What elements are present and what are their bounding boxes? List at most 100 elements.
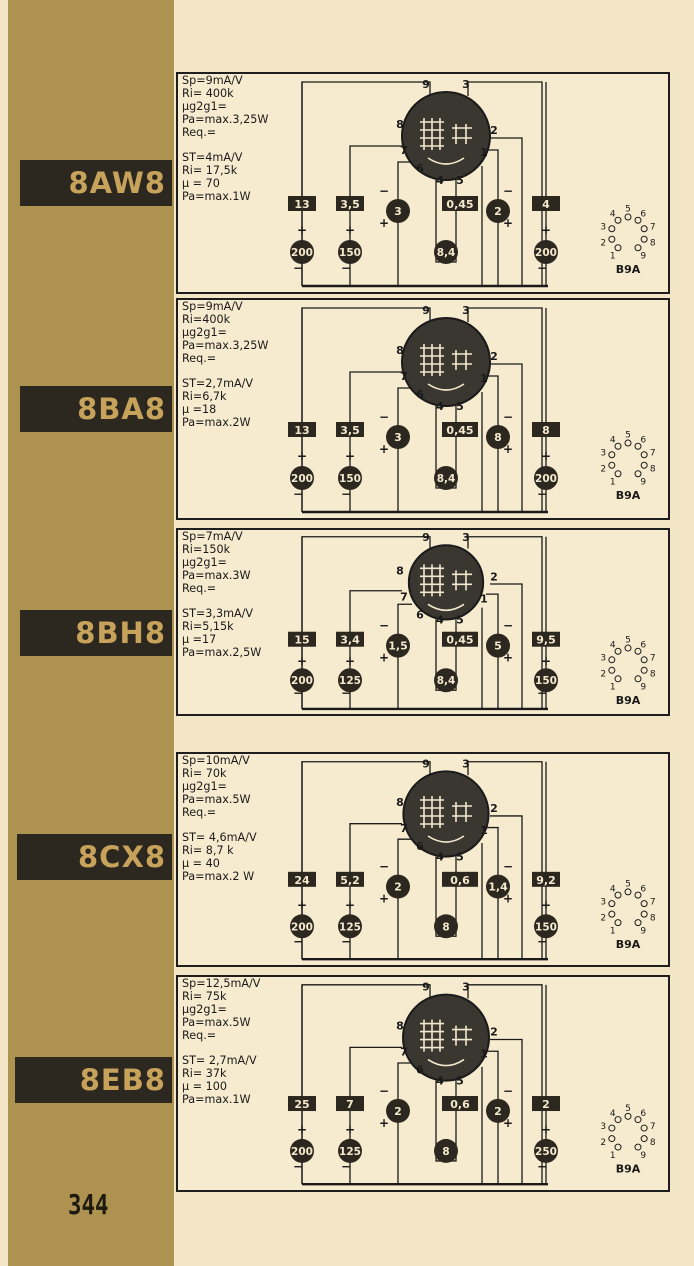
base-type: B9A bbox=[616, 489, 641, 502]
socket-pin-number: 6 bbox=[640, 1109, 646, 1119]
pin-number: 7 bbox=[400, 590, 408, 603]
pin-number: 3 bbox=[462, 757, 470, 770]
value-bar bbox=[336, 196, 364, 211]
pentode-spec-line: Ri=400k bbox=[182, 313, 231, 326]
value-bar bbox=[532, 871, 560, 887]
socket-pin-number: 7 bbox=[650, 448, 656, 458]
wire bbox=[486, 1050, 499, 1185]
wire bbox=[490, 815, 523, 960]
supply-value: 200 bbox=[291, 473, 313, 485]
socket-pin bbox=[608, 900, 616, 908]
pin-number: 4 bbox=[436, 613, 444, 626]
triode-electrodes bbox=[452, 570, 472, 591]
bar-value: 9,5 bbox=[536, 634, 556, 647]
socket-pin-number: 3 bbox=[600, 448, 606, 458]
pin-number: 6 bbox=[416, 840, 424, 853]
socket-pin bbox=[640, 225, 648, 233]
triode-spec-line: Pa=max.2 W bbox=[182, 870, 255, 883]
socket-pin-number: 1 bbox=[610, 478, 616, 488]
base-type: B9A bbox=[616, 1162, 641, 1175]
socket-pin-number: 7 bbox=[650, 222, 656, 232]
supply-circle bbox=[434, 240, 458, 264]
value-bar bbox=[442, 196, 478, 211]
value-bar bbox=[288, 422, 316, 437]
pentode-spec-line: Req.= bbox=[182, 1029, 217, 1042]
socket-pin-number: 3 bbox=[600, 654, 606, 664]
pentode-spec-line: μg2g1= bbox=[182, 326, 227, 339]
minus-sign: − bbox=[293, 935, 303, 949]
wire bbox=[490, 363, 523, 512]
socket-pin-number: 8 bbox=[650, 465, 656, 475]
minus-sign: − bbox=[341, 935, 351, 949]
socket-pin-number: 4 bbox=[610, 435, 616, 445]
socket-pin bbox=[608, 235, 616, 243]
pin-number: 4 bbox=[436, 400, 444, 413]
minus-sign: − bbox=[341, 487, 351, 501]
bar-value: 3,5 bbox=[340, 198, 360, 211]
socket-pin-number: 1 bbox=[610, 252, 616, 262]
tube-type-text: 8BA8 bbox=[77, 392, 166, 426]
pin-number: 5 bbox=[456, 851, 464, 864]
socket-pin-number: 7 bbox=[650, 1122, 656, 1132]
supply-circle bbox=[434, 1138, 458, 1163]
pin-number: 9 bbox=[422, 981, 430, 994]
supply-circle bbox=[534, 1138, 558, 1163]
socket-pin-number: 3 bbox=[600, 897, 606, 907]
value-bar bbox=[442, 1096, 478, 1112]
plus-sign: + bbox=[503, 892, 513, 906]
value-circle bbox=[486, 1098, 510, 1123]
socket-pin bbox=[634, 470, 642, 478]
socket-pin-number: 3 bbox=[600, 222, 606, 232]
supply-circle bbox=[290, 240, 314, 264]
triode-spec-line: ST= 2,7mA/V bbox=[182, 1054, 257, 1067]
socket-pin-number: 4 bbox=[610, 1109, 616, 1119]
bar-value: 8 bbox=[542, 424, 550, 437]
triode-spec-line: Pa=max.1W bbox=[182, 190, 251, 203]
wire bbox=[397, 603, 412, 709]
supply-value: 200 bbox=[535, 473, 557, 485]
socket-pin bbox=[640, 1135, 648, 1143]
minus-sign: − bbox=[503, 184, 513, 198]
pentode-spec-line: μg2g1= bbox=[182, 780, 227, 793]
supply-circle bbox=[290, 914, 314, 939]
wire bbox=[467, 984, 543, 1185]
minus-sign: − bbox=[503, 1084, 513, 1098]
plus-sign: + bbox=[379, 1116, 389, 1130]
socket-pin bbox=[634, 1143, 642, 1151]
pentode-electrodes bbox=[423, 796, 441, 829]
wire bbox=[486, 593, 499, 709]
circle-value: 8 bbox=[494, 431, 502, 444]
socket-pin-number: 8 bbox=[650, 239, 656, 249]
socket-pin bbox=[614, 891, 622, 899]
socket-pin-number: 5 bbox=[625, 1104, 631, 1114]
socket-pin-number: 2 bbox=[600, 465, 606, 475]
pin-number: 6 bbox=[416, 608, 424, 621]
supply-circle bbox=[290, 668, 314, 693]
plus-sign: + bbox=[541, 654, 551, 668]
plus-sign: + bbox=[379, 442, 389, 456]
plus-sign: + bbox=[379, 892, 389, 906]
pentode-electrodes bbox=[423, 344, 441, 376]
minus-sign: − bbox=[293, 487, 303, 501]
socket-pin-number: 9 bbox=[640, 1151, 646, 1161]
supply-value: 200 bbox=[291, 675, 313, 687]
supply-value: 125 bbox=[339, 921, 361, 933]
wire bbox=[486, 826, 499, 960]
wire bbox=[397, 1062, 412, 1185]
wire bbox=[301, 536, 431, 709]
value-bar bbox=[442, 631, 478, 647]
socket-pin-number: 4 bbox=[610, 884, 616, 894]
socket-pin bbox=[614, 244, 622, 252]
value-circle bbox=[386, 874, 410, 899]
supply-circle bbox=[434, 668, 458, 693]
minus-sign: − bbox=[293, 686, 303, 700]
socket-pin-number: 9 bbox=[640, 478, 646, 488]
